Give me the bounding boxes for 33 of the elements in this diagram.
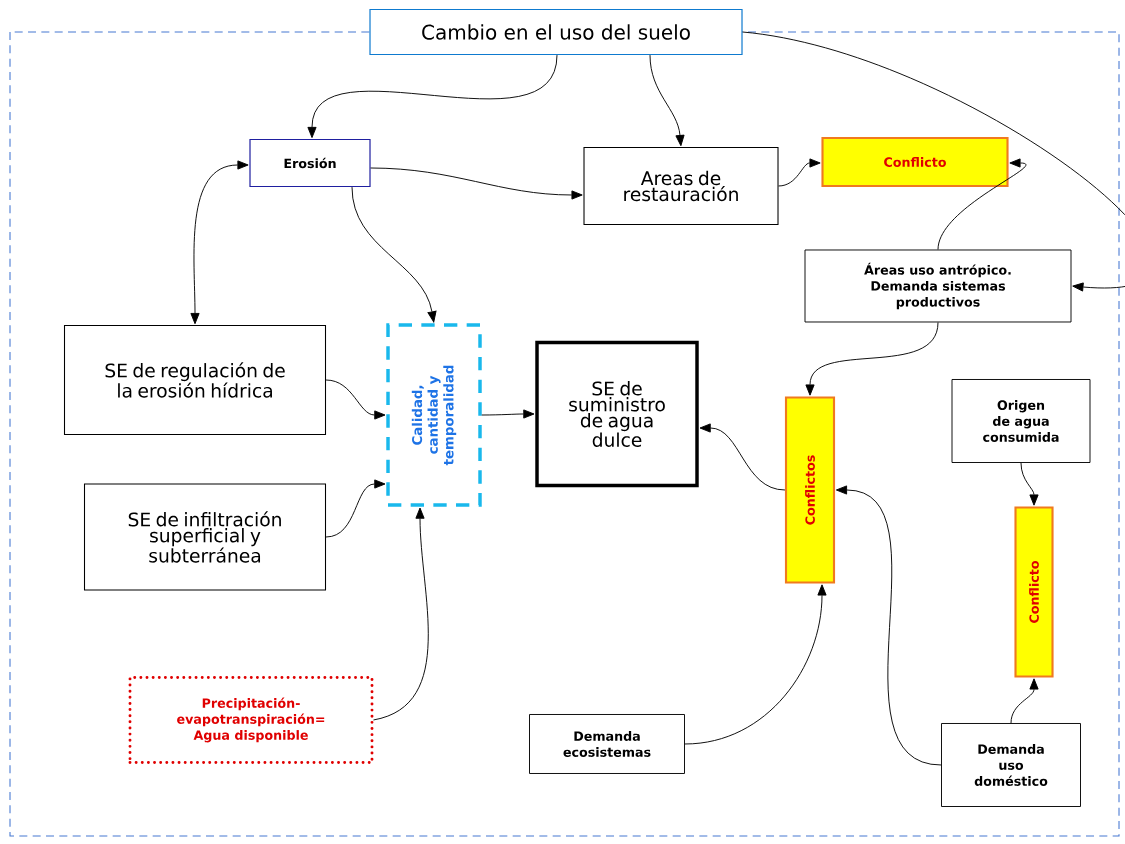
arrow — [325, 479, 386, 538]
process-box: Demanda uso doméstico — [941, 723, 1081, 807]
arrow — [742, 31, 1125, 292]
arrow — [373, 507, 429, 721]
conflict-box: Conflicto — [1014, 506, 1054, 678]
arrow — [699, 423, 786, 491]
process-box: Origen de agua consumida — [951, 379, 1091, 463]
arrow — [1010, 678, 1039, 724]
arrow — [1020, 462, 1039, 506]
title-box: Cambio en el uso del suelo — [369, 8, 743, 56]
arrow — [684, 584, 827, 745]
arrow — [370, 167, 583, 200]
arrow — [481, 409, 535, 419]
arrow — [325, 379, 386, 420]
process-box: SE de infiltración superficial y subterránea — [83, 483, 327, 591]
arrow — [190, 160, 249, 325]
arrow — [937, 158, 1026, 250]
arrow — [805, 322, 939, 396]
arrow — [351, 186, 437, 323]
arrow — [307, 54, 558, 139]
process-box: Áreas uso antrópico. Demanda sistemas productivos — [804, 249, 1072, 323]
arrow — [649, 54, 685, 147]
process-box: Erosión — [249, 138, 371, 188]
dotted-box: Precipitación- evapotranspiración= Agua disponible — [128, 676, 374, 764]
process-box: SE de suministro de agua dulce — [535, 340, 699, 488]
arrow — [835, 485, 942, 766]
process-box: Areas de restauración — [583, 146, 779, 226]
dashed-box: Calidad, cantidad y temporalidad — [386, 323, 482, 507]
process-box: SE de regulación de la erosión hídrica — [63, 324, 327, 436]
conflict-box: Conflicto — [821, 136, 1009, 188]
arrow — [778, 158, 821, 187]
conflict-box: Conflictos — [784, 396, 836, 584]
process-box: Demanda ecosistemas — [529, 714, 685, 774]
